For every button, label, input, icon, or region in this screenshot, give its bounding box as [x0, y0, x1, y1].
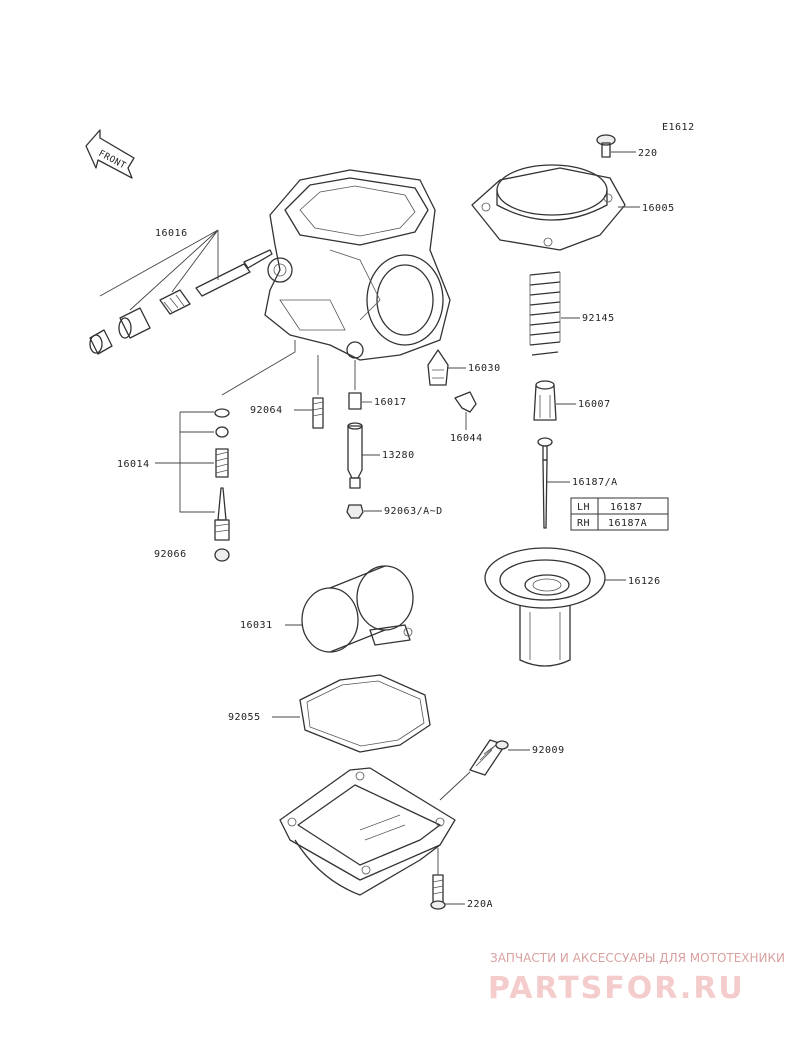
label-92066: 92066	[154, 549, 187, 560]
front-arrow-icon: FRONT	[85, 129, 135, 179]
pilot-screw-set	[89, 249, 273, 355]
variant-part-rh: 16187A	[608, 518, 647, 529]
leader-16016	[99, 229, 219, 311]
float-bowl	[279, 767, 456, 896]
label-16005: 16005	[642, 203, 675, 214]
variant-side-lh: LH	[577, 502, 590, 513]
label-92009: 92009	[532, 745, 565, 756]
watermark-caption: ЗАПЧАСТИ И АКСЕССУАРЫ ДЛЯ МОТОТЕХНИКИ	[490, 951, 785, 965]
label-92064: 92064	[250, 405, 283, 416]
float-valve-16030	[427, 349, 449, 386]
label-92145: 92145	[582, 313, 615, 324]
label-16007: 16007	[578, 399, 611, 410]
label-92055: 92055	[228, 712, 261, 723]
carburetor-body	[264, 169, 451, 361]
label-13280: 13280	[382, 450, 415, 461]
jet-needle-16187	[537, 437, 553, 529]
label-220: 220	[638, 148, 658, 159]
variant-part-lh: 16187	[610, 502, 643, 513]
label-16017: 16017	[374, 397, 407, 408]
needle-jet-13280	[347, 422, 363, 489]
screw-220	[596, 134, 616, 158]
holder-16007	[533, 380, 557, 421]
gasket-92055	[299, 674, 431, 753]
main-jet-92063	[346, 504, 364, 519]
washer	[215, 426, 229, 438]
spring-small	[215, 448, 229, 478]
float-16031	[301, 565, 414, 653]
top-cover-16005	[471, 164, 626, 251]
label-16030: 16030	[468, 363, 501, 374]
label-16014: 16014	[117, 459, 150, 470]
clip-16044	[454, 391, 477, 413]
label-92063: 92063/A~D	[384, 506, 443, 517]
variant-table: LH 16187 RH 16187A	[570, 497, 669, 531]
screw-220A	[430, 874, 446, 910]
diagram-code: E1612	[662, 122, 695, 133]
leader-drain-to-bowl	[439, 771, 471, 801]
diaphragm-slide-16126	[484, 547, 606, 667]
label-16016: 16016	[155, 228, 188, 239]
variant-side-rh: RH	[577, 518, 590, 529]
jet-92064	[312, 397, 324, 429]
mixture-screw	[214, 487, 230, 541]
leader-body-to-16014	[221, 340, 296, 396]
watermark-brand: PARTSFOR.RU	[488, 971, 745, 1006]
spring-92145	[529, 271, 561, 356]
o-ring	[214, 408, 230, 418]
label-16044: 16044	[450, 433, 483, 444]
label-16126: 16126	[628, 576, 661, 587]
label-220A: 220A	[467, 899, 493, 910]
label-16187: 16187/A	[572, 477, 618, 488]
cap-92066	[214, 548, 230, 562]
label-16031: 16031	[240, 620, 273, 631]
drain-screw-92009	[469, 739, 509, 776]
bracket-16014	[179, 411, 215, 513]
jet-16017	[348, 392, 362, 410]
